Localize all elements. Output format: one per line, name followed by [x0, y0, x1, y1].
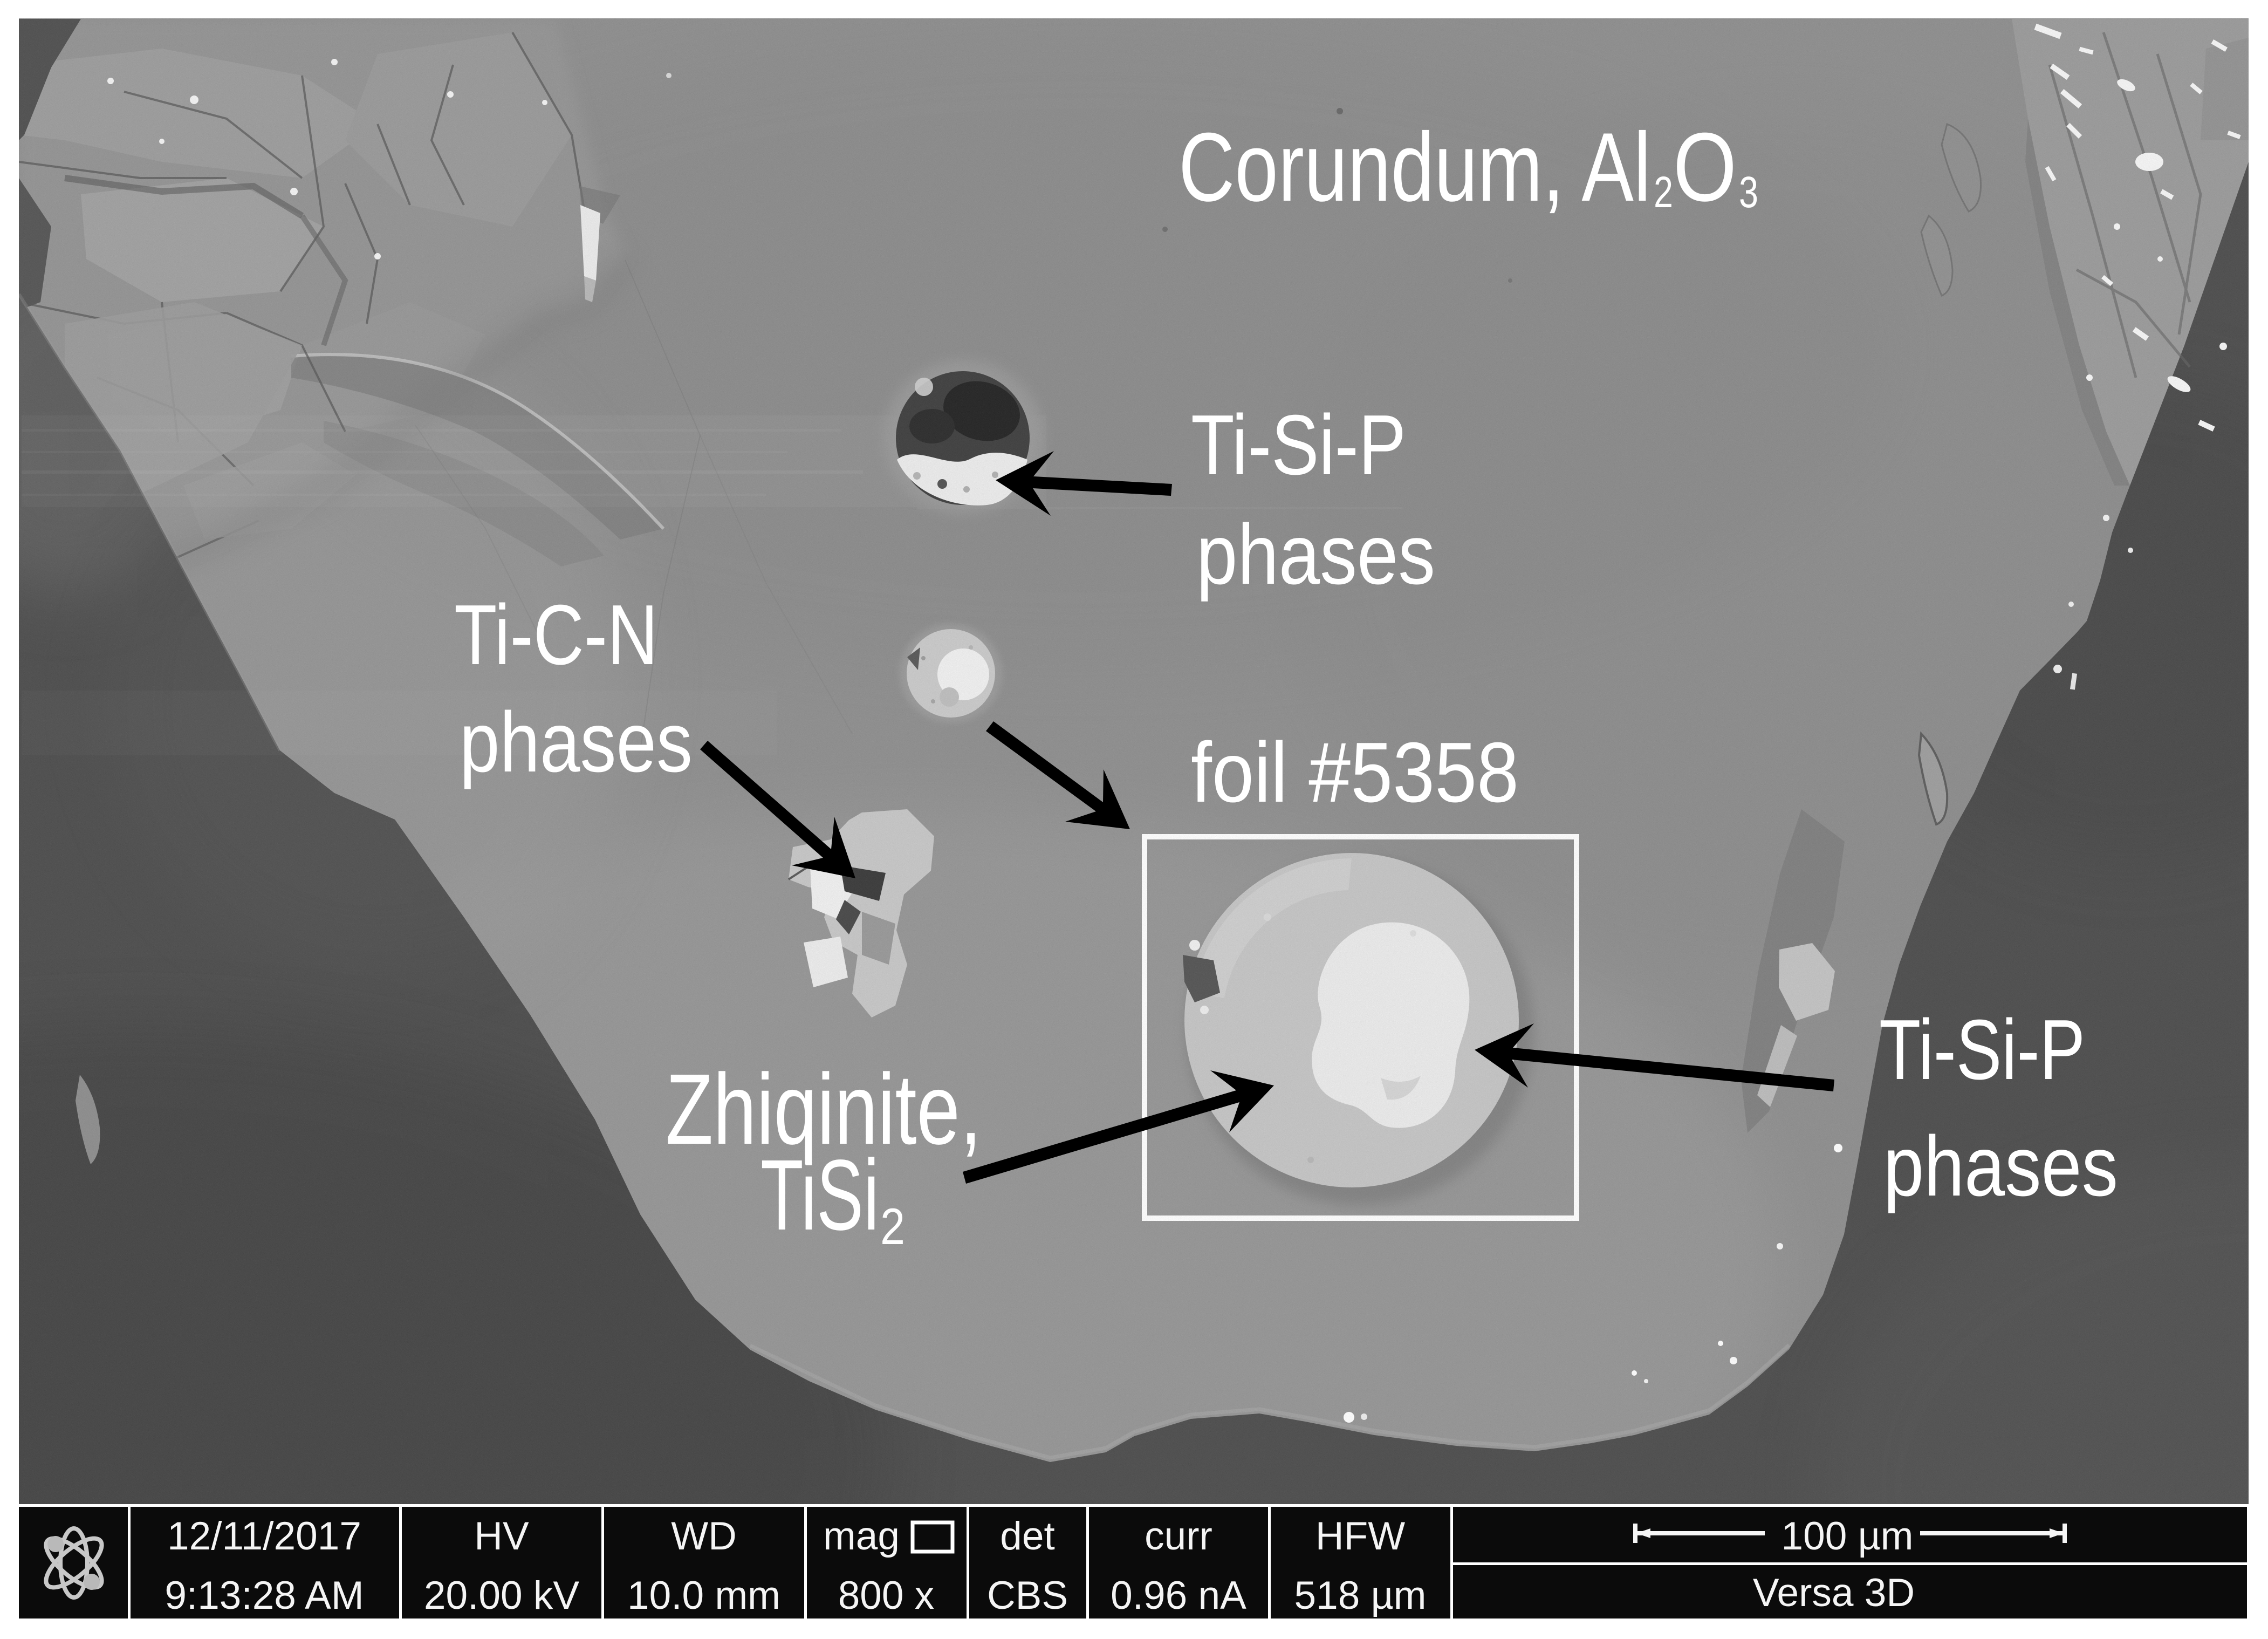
svg-text:phases: phases	[1196, 507, 1435, 602]
svg-text:518 µm: 518 µm	[1294, 1574, 1427, 1617]
svg-text:20.00 kV: 20.00 kV	[424, 1574, 579, 1617]
svg-text:HV: HV	[474, 1514, 529, 1558]
svg-text:3: 3	[1739, 168, 1758, 217]
svg-text:mag: mag	[823, 1514, 900, 1558]
svg-text:10.0 mm: 10.0 mm	[627, 1574, 780, 1617]
svg-text:Versa 3D: Versa 3D	[1753, 1571, 1915, 1615]
svg-text:12/11/2017: 12/11/2017	[167, 1514, 361, 1558]
svg-text:det: det	[1000, 1514, 1054, 1558]
svg-text:TiSi: TiSi	[760, 1139, 879, 1251]
svg-text:O: O	[1673, 113, 1737, 222]
svg-text:Corundum, Al: Corundum, Al	[1178, 113, 1651, 222]
svg-text:0.96 nA: 0.96 nA	[1111, 1574, 1246, 1617]
svg-text:Zhiqinite,: Zhiqinite,	[666, 1054, 982, 1165]
svg-text:Ti-C-N: Ti-C-N	[454, 588, 658, 682]
svg-text:HFW: HFW	[1315, 1514, 1405, 1558]
svg-text:800 x: 800 x	[838, 1574, 935, 1617]
svg-text:foil #5358: foil #5358	[1191, 725, 1519, 820]
svg-text:CBS: CBS	[987, 1574, 1068, 1617]
svg-text:9:13:28 AM: 9:13:28 AM	[165, 1574, 364, 1617]
svg-text:2: 2	[1654, 168, 1673, 217]
svg-text:curr: curr	[1145, 1514, 1212, 1558]
svg-text:100 µm: 100 µm	[1781, 1514, 1914, 1558]
svg-text:Ti-Si-P: Ti-Si-P	[1191, 398, 1406, 493]
svg-text:phases: phases	[1883, 1119, 2118, 1214]
svg-text:WD: WD	[671, 1514, 737, 1558]
svg-text:2: 2	[880, 1198, 905, 1255]
svg-text:Ti-Si-P: Ti-Si-P	[1879, 1002, 2085, 1097]
svg-text:phases: phases	[460, 695, 693, 790]
